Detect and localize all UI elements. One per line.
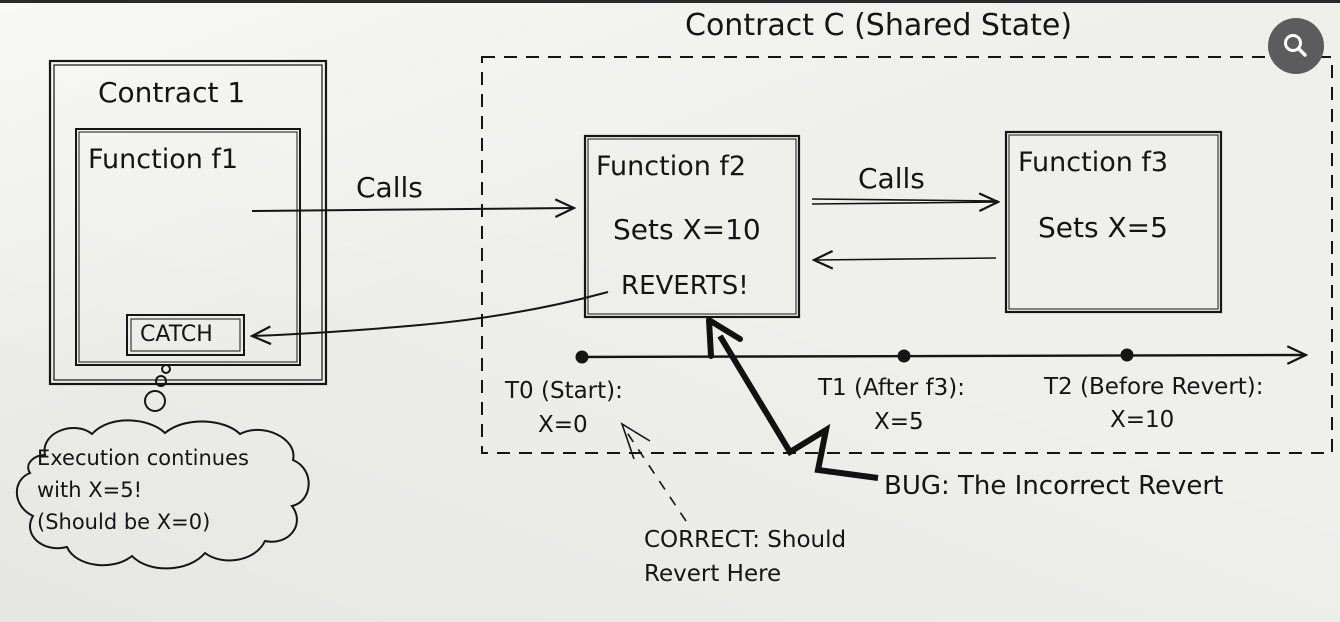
zoom-button[interactable] (1268, 18, 1324, 74)
contract-c-title: Contract C (Shared State) (685, 8, 1073, 43)
magnifier-icon (1284, 34, 1307, 57)
thought-trail (144, 364, 171, 412)
timeline-value-t1: X=5 (874, 409, 924, 435)
contract-c-boundary (481, 56, 1333, 454)
timeline-dot-t1 (897, 349, 911, 363)
top-edge (0, 0, 1340, 3)
catch-box (126, 314, 245, 356)
timeline-axis (577, 355, 1306, 357)
timeline-value-t0: X=0 (538, 412, 588, 438)
call-arrow-f2-f3 (811, 199, 998, 204)
call-arrow-f1-f2 (251, 208, 574, 211)
contract-1-title: Contract 1 (98, 76, 246, 109)
timeline-label-t0: T0 (Start): (505, 378, 623, 404)
correct-label-line2: Revert Here (644, 561, 782, 587)
revert-arrow-to-catch (252, 291, 609, 336)
correct-dashed-arrow (620, 422, 687, 522)
bug-lightning-arrow (706, 317, 879, 481)
timeline-value-t2: X=10 (1110, 407, 1175, 433)
timeline-dot-t2 (1120, 348, 1134, 362)
timeline-label-t1: T1 (After f3): (818, 375, 965, 401)
thought-text-line1: Execution continues (37, 446, 249, 470)
thought-text-line3: (Should be X=0) (37, 510, 211, 534)
return-arrow-f3-f2 (814, 258, 997, 260)
timeline-dot-t0 (575, 350, 589, 364)
function-f3-sets: Sets X=5 (1038, 211, 1168, 244)
correct-label-line1: CORRECT: Should (644, 527, 847, 553)
function-f2-sets: Sets X=10 (613, 213, 761, 246)
function-f3-title: Function f3 (1018, 147, 1169, 178)
function-f2-reverts: REVERTS! (621, 271, 749, 301)
function-f2-title: Function f2 (596, 151, 747, 182)
calls-label-1: Calls (356, 171, 423, 204)
contract-1-box (48, 59, 328, 386)
thought-cloud (15, 419, 310, 570)
timeline-label-t2: T2 (Before Revert): (1044, 374, 1264, 400)
function-f2-box (583, 134, 801, 319)
function-f1-title: Function f1 (88, 144, 239, 175)
thought-text-line2: with X=5! (37, 478, 142, 502)
function-f1-box (75, 128, 301, 366)
bug-label: BUG: The Incorrect Revert (884, 471, 1224, 501)
function-f3-box (1004, 130, 1223, 314)
calls-label-2: Calls (858, 162, 925, 195)
catch-label: CATCH (140, 322, 213, 347)
